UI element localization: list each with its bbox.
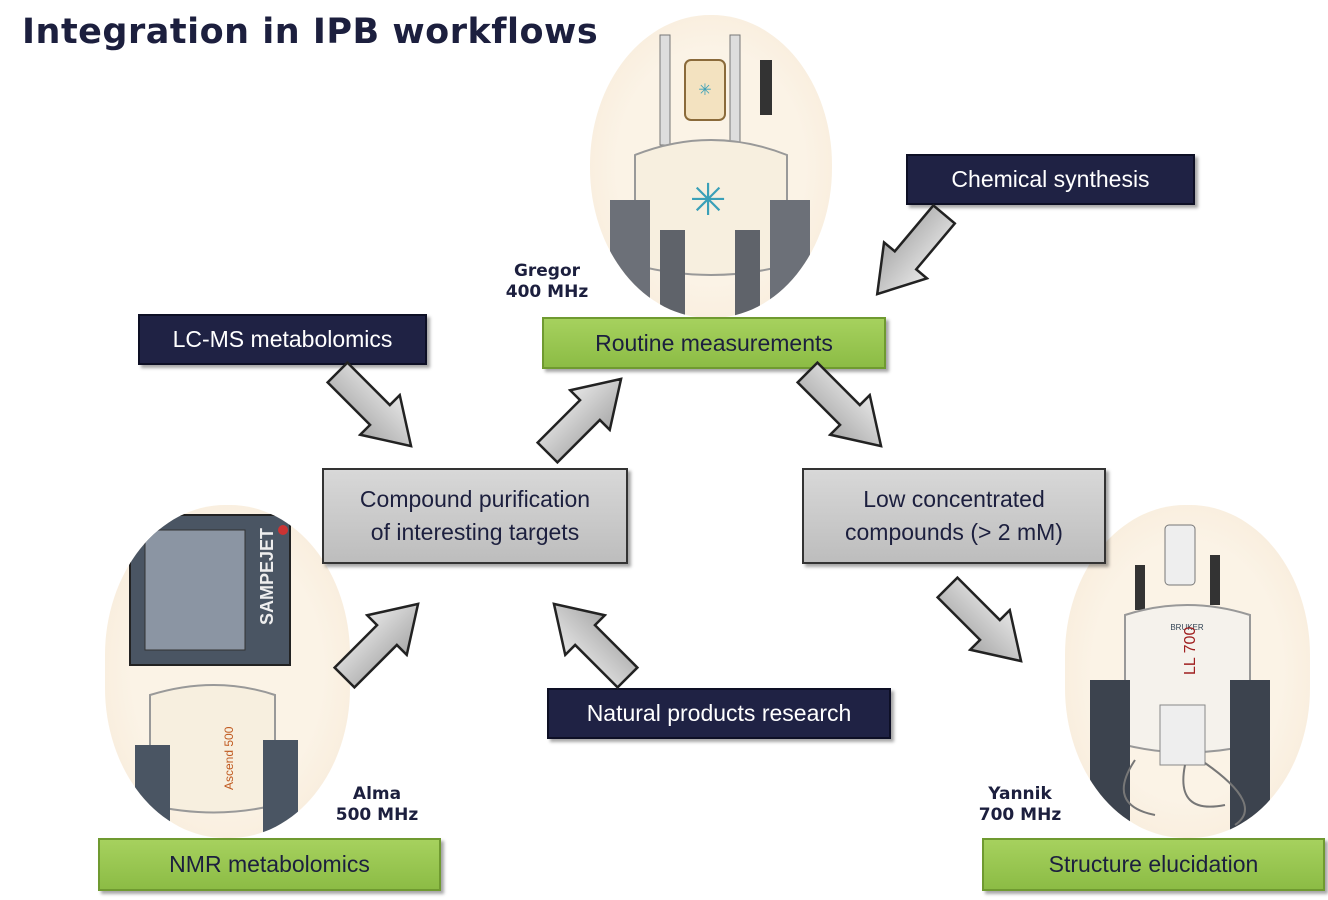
arrow-low-concentrated-to-structure <box>926 566 1043 683</box>
svg-text:SAMPEJET: SAMPEJET <box>257 528 277 625</box>
svg-text:✳: ✳ <box>698 82 711 99</box>
yannik-name: Yannik <box>988 784 1052 804</box>
arrow-natural-products-to-purification <box>532 582 649 699</box>
alma-label: Alma 500 MHz <box>327 784 427 826</box>
gregor-freq: 400 MHz <box>505 282 589 302</box>
alma-name: Alma <box>352 784 402 804</box>
svg-text:Ascend 500: Ascend 500 <box>222 726 236 790</box>
arrow-purification-to-routine <box>526 357 643 474</box>
lcms-metabolomics-box: LC-MS metabolomics <box>138 314 427 365</box>
natural-products-box: Natural products research <box>547 688 891 739</box>
yannik-freq: 700 MHz <box>978 805 1062 825</box>
yannik-label: Yannik 700 MHz <box>970 784 1070 826</box>
compound-purification-line1: Compound purification <box>359 486 591 512</box>
gregor-label: Gregor 400 MHz <box>497 261 597 303</box>
routine-measurements-box: Routine measurements <box>542 317 886 369</box>
nmr-metabolomics-box: NMR metabolomics <box>98 838 441 891</box>
arrow-chemical-to-routine <box>854 195 967 314</box>
page-title: Integration in IPB workflows <box>22 12 599 52</box>
structure-elucidation-box: Structure elucidation <box>982 838 1325 891</box>
low-concentrated-line2: compounds (> 2 mM) <box>845 519 1063 545</box>
alma-freq: 500 MHz <box>335 805 419 825</box>
low-concentrated-line1: Low concentrated <box>863 486 1045 512</box>
chemical-synthesis-box: Chemical synthesis <box>906 154 1195 205</box>
arrow-lcms-to-purification <box>316 351 433 468</box>
svg-text:LL 700: LL 700 <box>1182 627 1199 675</box>
svg-text:✳: ✳ <box>690 176 727 225</box>
svg-text:BRUKER: BRUKER <box>1170 623 1204 632</box>
gregor-name: Gregor <box>513 261 581 281</box>
compound-purification-box: Compound purification of interesting tar… <box>322 468 628 564</box>
low-concentrated-box: Low concentrated compounds (> 2 mM) <box>802 468 1106 564</box>
compound-purification-line2: of interesting targets <box>370 519 580 545</box>
yannik-magnet-image: BRUKER LL 700 <box>1065 505 1310 838</box>
alma-magnet-image: SAMPEJET Ascend 500 <box>105 505 350 838</box>
gregor-magnet-image: ✳ ✳ <box>590 15 832 318</box>
